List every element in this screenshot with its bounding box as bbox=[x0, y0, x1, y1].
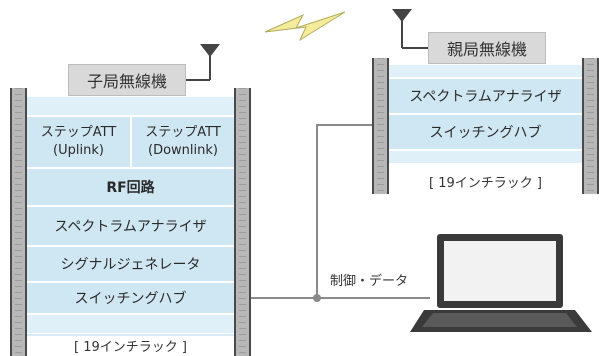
child-switching-hub: スイッチングハブ bbox=[27, 282, 234, 314]
step-att-downlink-dir: (Downlink) bbox=[148, 143, 218, 158]
signal-generator: シグナルジェネレータ bbox=[27, 246, 234, 282]
child-spectrum-analyzer: スペクトラムアナライザ bbox=[27, 206, 234, 246]
child-rack-right-rail bbox=[234, 88, 251, 356]
parent-switching-hub: スイッチングハブ bbox=[389, 114, 582, 150]
antenna-icon bbox=[186, 44, 220, 81]
step-att-uplink-dir: (Uplink) bbox=[53, 143, 104, 158]
child-rack-spacer-bottom bbox=[27, 314, 234, 334]
child-station-title: 子局無線機 bbox=[68, 64, 186, 96]
control-line-parent bbox=[316, 124, 375, 298]
antenna-icon bbox=[392, 9, 428, 49]
step-att-uplink-name: ステップATT bbox=[40, 125, 117, 140]
laptop-icon bbox=[410, 234, 592, 332]
child-rack-left-rail bbox=[10, 88, 27, 356]
control-data-label: 制御・データ bbox=[330, 274, 409, 289]
parent-rack-left-rail bbox=[372, 58, 389, 194]
child-rack-spacer-top bbox=[27, 96, 234, 116]
parent-rack-spacer-bottom bbox=[389, 150, 582, 164]
child-rack-label: [ 19インチラック ] bbox=[27, 336, 234, 356]
parent-spectrum-analyzer: スペクトラムアナライザ bbox=[389, 78, 582, 114]
rf-circuit: RF回路 bbox=[27, 168, 234, 206]
step-att-row: ステップATT (Uplink) ステップATT (Downlink) bbox=[27, 116, 234, 168]
parent-station-title: 親局無線機 bbox=[428, 32, 546, 64]
parent-rack-label: [ 19インチラック ] bbox=[429, 176, 542, 191]
wireless-link-icon bbox=[264, 11, 346, 42]
step-att-downlink-name: ステップATT bbox=[145, 125, 221, 140]
step-att-uplink: ステップATT (Uplink) bbox=[27, 117, 130, 167]
junction-dot bbox=[313, 294, 321, 302]
step-att-downlink: ステップATT (Downlink) bbox=[132, 117, 234, 167]
parent-rack-spacer-top bbox=[389, 64, 582, 78]
parent-rack-right-rail bbox=[582, 58, 599, 194]
